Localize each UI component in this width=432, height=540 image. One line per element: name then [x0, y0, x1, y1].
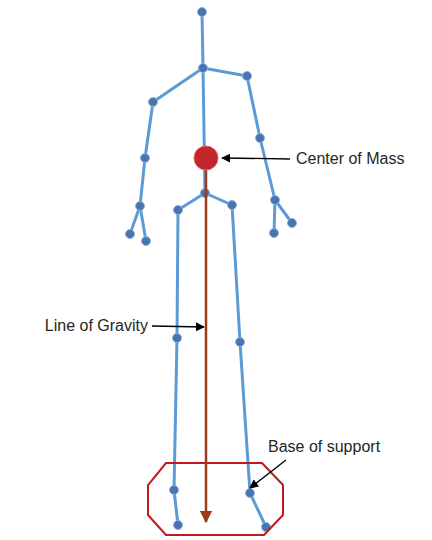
center-of-mass-dot: [194, 146, 218, 170]
leader-arrow: [152, 326, 204, 327]
joint-dot: [246, 489, 255, 498]
joint-dot: [199, 64, 208, 73]
joint-dot: [271, 196, 280, 205]
joint-dot: [288, 219, 297, 228]
line-of-gravity-arrow: [205, 170, 208, 522]
joint-dot: [228, 201, 237, 210]
joint-dot: [243, 72, 252, 81]
joint-dot: [270, 229, 279, 238]
joint-dot: [149, 98, 158, 107]
joint-dot: [126, 230, 135, 239]
callout-label: Center of Mass: [296, 149, 404, 169]
joint-dot: [141, 154, 150, 163]
joint-dot: [173, 334, 182, 343]
callout-label: Line of Gravity: [45, 316, 148, 336]
left-hand: [140, 206, 146, 241]
joint-dot: [142, 237, 151, 246]
right-forearm: [260, 138, 275, 200]
left-foot: [174, 490, 178, 525]
callout-label: Base of support: [268, 437, 380, 457]
right-upper-arm: [247, 76, 260, 138]
joint-dot: [198, 8, 207, 17]
stick-figure-bones: [130, 12, 292, 527]
joint-dot: [236, 338, 245, 347]
left-forearm: [140, 158, 145, 206]
neck-bone: [202, 12, 203, 68]
right-shoulder-bone: [203, 68, 247, 76]
left-shin: [174, 338, 177, 490]
right-thigh: [232, 205, 240, 342]
left-shoulder-bone: [153, 68, 203, 102]
spine-bone: [203, 68, 205, 193]
leader-arrow: [250, 460, 286, 488]
joint-dot: [174, 206, 183, 215]
leader-arrow: [222, 158, 290, 159]
left-upper-arm: [145, 102, 153, 158]
joint-dot: [136, 202, 145, 211]
left-thigh: [177, 210, 178, 338]
right-foot: [250, 493, 266, 527]
base-of-support-outline: [148, 463, 283, 535]
joint-dot: [170, 486, 179, 495]
joint-dot: [174, 521, 183, 530]
joint-dot: [256, 134, 265, 143]
right-shin: [240, 342, 250, 493]
